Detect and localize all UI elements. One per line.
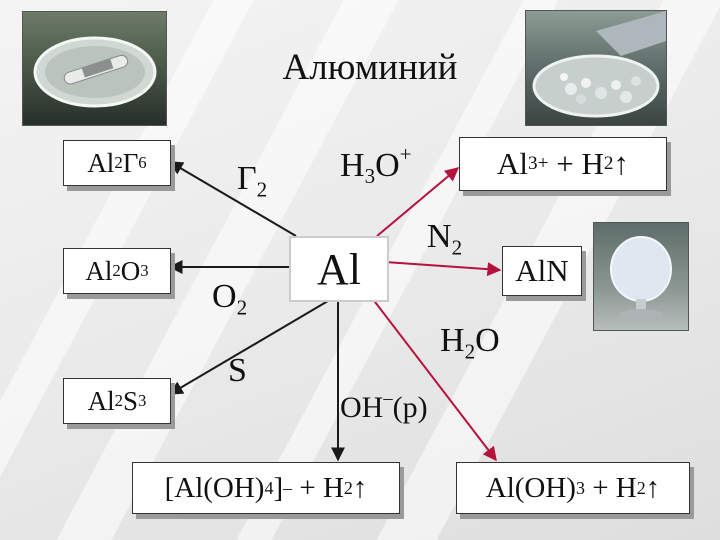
center-aluminum-box: Al	[289, 236, 389, 302]
arrow-to-al3	[376, 167, 460, 237]
aluminum-granules-photo	[525, 10, 667, 126]
arrow-to-al2g6	[168, 161, 297, 237]
center-label: Al	[317, 244, 361, 294]
flask-icon	[610, 236, 672, 321]
granules-icon	[532, 11, 666, 118]
test-tube-icon	[33, 36, 157, 108]
arrow-to-aloh3	[371, 297, 497, 462]
product-aln-box: AlN	[502, 246, 582, 296]
reagent-oh: OH–(p)	[340, 388, 428, 425]
reagent-g2: Г2	[237, 160, 268, 202]
gas-arrow-icon: ↑	[645, 471, 661, 504]
reagent-h2o: H2O	[440, 322, 500, 364]
reagent-n2: N2	[427, 218, 463, 260]
arrow-to-al2s3	[168, 297, 334, 395]
reagent-s: S	[228, 352, 247, 389]
gas-arrow-icon: ↑	[613, 146, 629, 181]
test-tube-photo	[22, 11, 167, 126]
gas-arrow-icon: ↑	[352, 471, 368, 504]
reagent-h3o: H3O+	[340, 142, 412, 189]
aln-flask-photo	[593, 222, 689, 331]
arrow-to-aln	[384, 261, 502, 277]
page-title: Алюминий	[282, 47, 458, 88]
reagent-o2: O2	[212, 278, 248, 320]
